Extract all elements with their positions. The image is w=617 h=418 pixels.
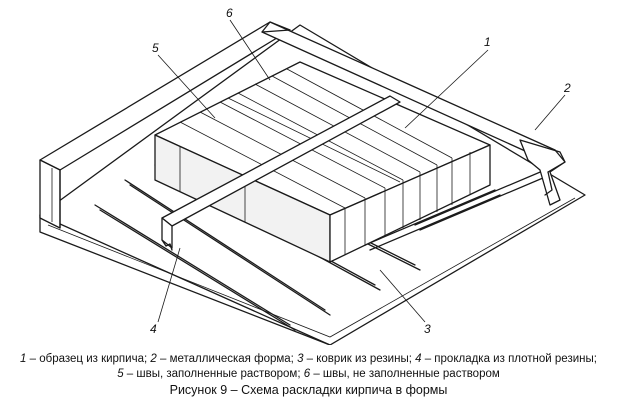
legend-num: 3 [297,353,304,365]
legend-num: 2 [150,353,157,365]
legend-text: – металлическая форма; [156,353,298,365]
callout-labels: 1 2 3 4 5 6 [150,6,571,336]
figure-title: Рисунок 9 – Схема раскладки кирпича в фо… [169,383,448,397]
legend-text: – прокладка из плотной резины; [421,353,597,365]
callout-6: 6 [226,6,233,20]
legend-text: – образец из кирпича; [26,353,151,365]
brick-layout-diagram: 1 2 3 4 5 6 [39,6,586,345]
metal-form-right-wall [519,139,566,206]
legend-num: 1 [20,353,27,365]
legend-num: 6 [303,367,311,380]
legend-text: – коврик из резины; [303,353,416,365]
callout-3: 3 [424,322,431,336]
dense-rubber-pad [161,95,401,251]
legend-line-2: 5 – швы, заполненные раствором; 6 – швы,… [0,367,617,382]
legend-line-1: 1 – образец из кирпича; 2 – металлическа… [0,352,617,367]
legend-num: 5 [117,367,124,380]
legend-num: 4 [415,353,422,365]
callout-2: 2 [563,81,571,95]
legend-text: – швы, не заполненные раствором [310,367,500,380]
callout-1: 1 [484,35,491,49]
callout-5: 5 [152,41,159,55]
rubber-mat-ribs [94,149,551,331]
callout-leaders [157,19,566,323]
figure-caption: 1 – образец из кирпича; 2 – металлическа… [0,352,617,398]
legend-text: – швы, заполненные раствором; [123,367,304,380]
callout-4: 4 [150,322,157,336]
